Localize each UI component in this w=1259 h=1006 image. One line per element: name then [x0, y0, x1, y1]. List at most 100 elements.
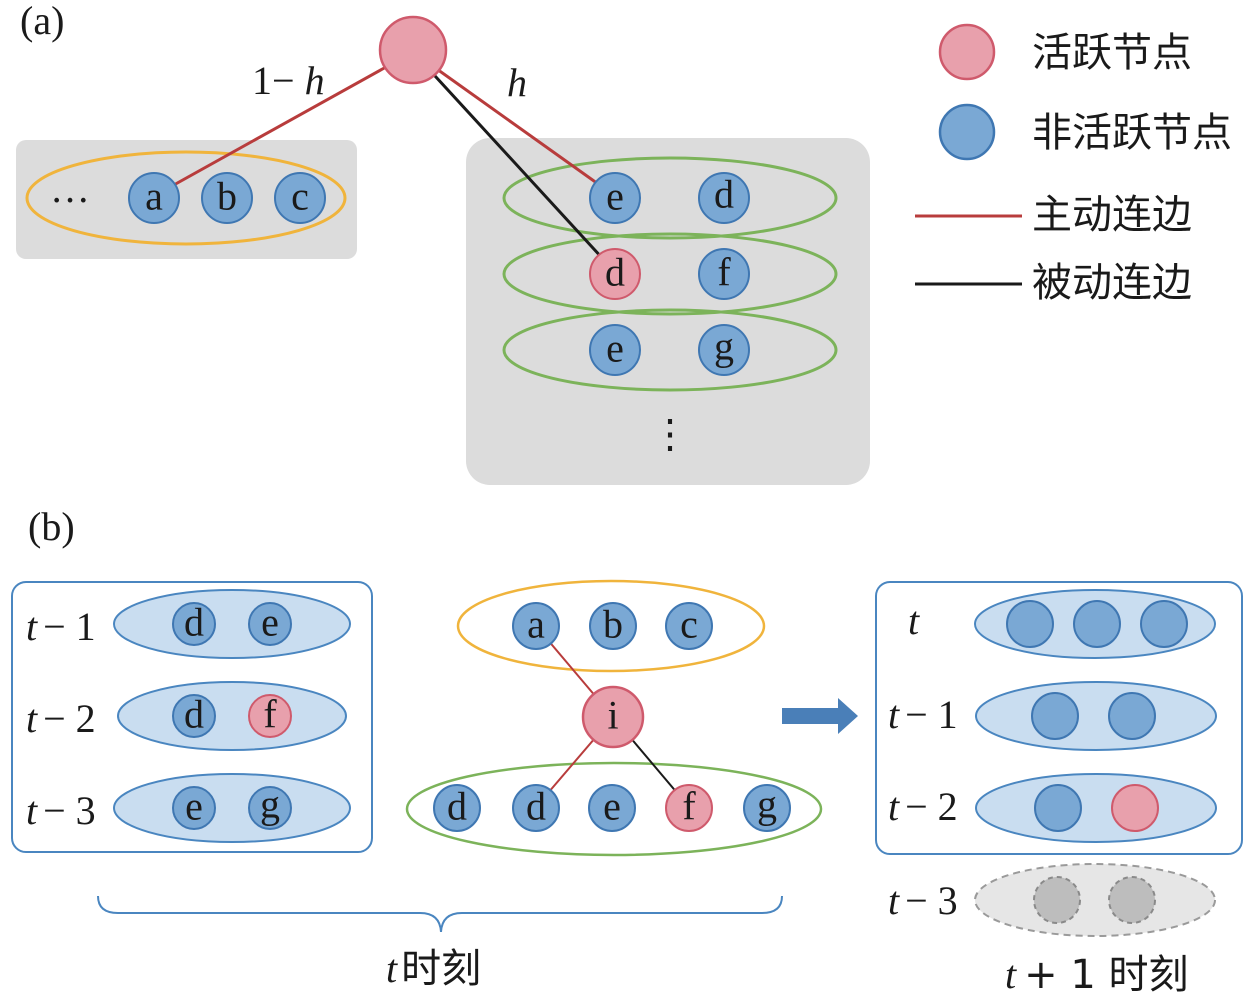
node-label: e [185, 784, 203, 829]
svg-text:t− 2: t− 2 [26, 696, 96, 741]
node-label: c [291, 174, 309, 219]
node-inactive [1031, 692, 1079, 740]
svg-text:t− 1: t− 1 [888, 692, 958, 737]
node-label: e [261, 600, 279, 645]
node-d [172, 602, 216, 646]
right-green-ring-1 [502, 156, 838, 240]
center-bottom-nodes: d d e f g [433, 782, 791, 832]
svg-text:t− 2: t− 2 [888, 784, 958, 829]
node-label: g [260, 782, 280, 827]
node-label: f [682, 784, 696, 829]
node-inactive [1073, 600, 1121, 648]
node-label: f [717, 250, 731, 295]
node-label: a [145, 174, 163, 219]
panel-b-label: (b) [28, 504, 75, 549]
next-row-t-1: t− 1 [888, 681, 1217, 751]
node-d-active [589, 248, 641, 300]
node-label: d [184, 600, 204, 645]
center-top-ring [456, 579, 766, 673]
history-ellipse [113, 773, 351, 843]
node-e [589, 172, 641, 224]
node-inactive [1034, 784, 1082, 832]
left-ellipsis: ··· [50, 178, 90, 223]
history-ellipse [113, 589, 351, 659]
node-label: g [757, 782, 777, 827]
node-label: e [603, 784, 621, 829]
node-label: d [526, 784, 546, 829]
left-weight-label: 1− h [252, 58, 325, 103]
center-top-nodes: a b c [512, 602, 713, 650]
svg-text:t− 3: t− 3 [888, 878, 958, 923]
history-ellipse [117, 681, 347, 751]
node-e [248, 602, 292, 646]
node-b [589, 602, 637, 650]
legend-active-edge-label: 主动连边 [1032, 192, 1192, 238]
node-inactive [1140, 600, 1188, 648]
node-e [172, 786, 216, 830]
svg-text:t− 3: t− 3 [26, 788, 96, 833]
right-green-ring-2 [502, 232, 838, 316]
passive-edge-to-d [411, 50, 617, 274]
node-row-3: e g [589, 324, 750, 376]
transition-arrow-icon [782, 698, 858, 734]
node-label: e [606, 326, 624, 371]
node-d [698, 172, 750, 224]
legend-passive-edge-label: 被动连边 [1032, 260, 1192, 306]
node-expired [1033, 876, 1081, 924]
caption-t-plus-1: t+ 1 时刻 [1005, 952, 1189, 998]
next-row-t: t [908, 589, 1216, 659]
expired-ellipse [974, 863, 1216, 937]
node-d [433, 784, 481, 832]
node-f [698, 248, 750, 300]
left-orange-ring [25, 150, 347, 246]
node-e [588, 784, 636, 832]
node-g [248, 786, 292, 830]
right-green-ring-3 [502, 308, 838, 392]
node-d [172, 694, 216, 738]
next-ellipse [975, 773, 1217, 843]
node-i-active [581, 685, 645, 749]
node-f-active [248, 694, 292, 738]
legend-active-label: 活跃节点 [1032, 30, 1192, 76]
node-label: b [217, 174, 237, 219]
node-e [589, 324, 641, 376]
legend-active-swatch [938, 23, 996, 81]
legend: 活跃节点 非活跃节点 主动连边 被动连边 [915, 23, 1232, 306]
node-g [743, 784, 791, 832]
node-row-1: e d [589, 172, 750, 224]
legend-inactive-swatch [938, 103, 996, 161]
node-i-label: i [607, 693, 618, 738]
time-brace [97, 895, 783, 933]
next-row-t-3: t− 3 [888, 863, 1216, 937]
node-c [665, 602, 713, 650]
node-active [1111, 784, 1159, 832]
node-a: a [128, 172, 180, 224]
legend-inactive-label: 非活跃节点 [1032, 110, 1232, 156]
node-label: b [603, 602, 623, 647]
node-inactive [1006, 600, 1054, 648]
node-expired [1108, 876, 1156, 924]
active-edge-to-e [412, 50, 616, 198]
node-c: c [274, 172, 326, 224]
node-label: d [605, 250, 625, 295]
active-edge-to-a [153, 50, 414, 198]
center-bottom-ring [405, 761, 823, 857]
next-state-frame [875, 581, 1243, 855]
node-label: d [714, 172, 734, 217]
node-inactive [1108, 692, 1156, 740]
node-label: g [714, 324, 734, 369]
node-label: a [527, 602, 545, 647]
next-row-t-2: t− 2 [888, 773, 1217, 843]
panel-a-label: (a) [20, 0, 64, 43]
node-a [512, 602, 560, 650]
next-ellipse [975, 681, 1217, 751]
node-d [512, 784, 560, 832]
vertical-ellipsis: ⋮ [650, 412, 690, 457]
node-row-2: d f [589, 248, 750, 300]
history-row-1: t− 1 d e [26, 589, 351, 659]
node-label: e [606, 174, 624, 219]
left-group-box [16, 140, 357, 259]
svg-text:t: t [908, 598, 920, 643]
